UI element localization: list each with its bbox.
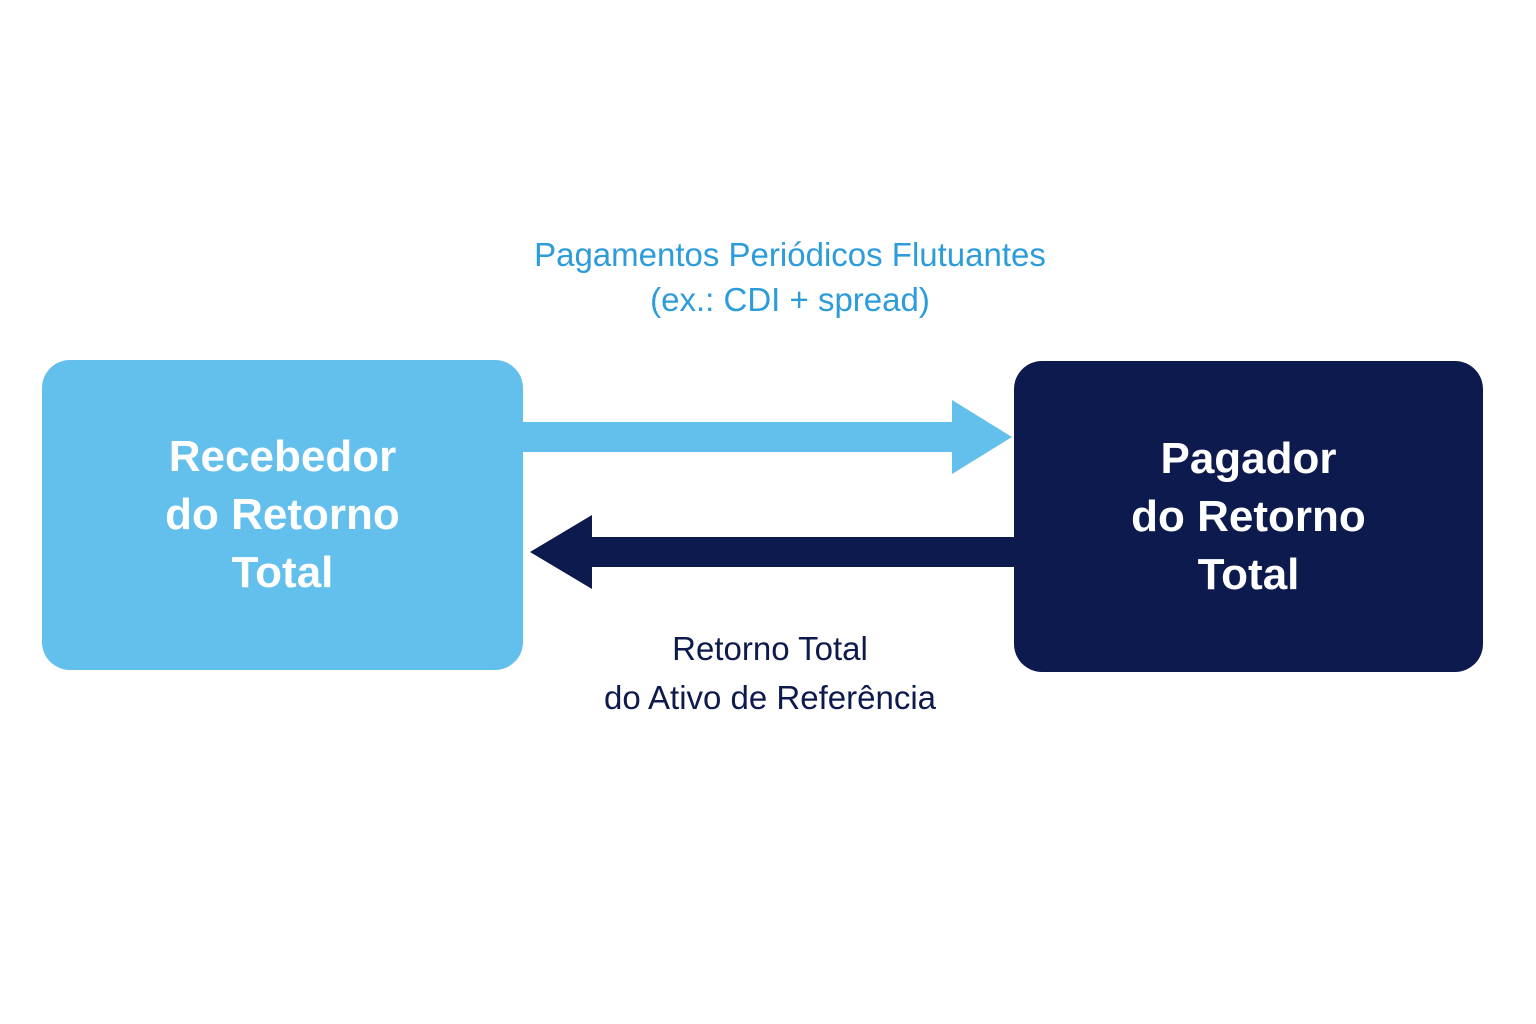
pagador-node: Pagador do Retorno Total (1014, 361, 1483, 672)
recebedor-node: Recebedor do Retorno Total (42, 360, 523, 670)
total-return-label: Retorno Total do Ativo de Referência (430, 624, 1110, 722)
floating-payments-label-line2: (ex.: CDI + spread) (650, 281, 930, 318)
floating-payments-arrow (512, 400, 1012, 474)
floating-payments-label-line1: Pagamentos Periódicos Flutuantes (534, 236, 1046, 273)
total-return-arrow (530, 515, 1014, 589)
pagador-node-label: Pagador do Retorno Total (1131, 433, 1366, 599)
total-return-label-line2: do Ativo de Referência (603, 679, 937, 716)
right-arrow-shape (512, 400, 1012, 474)
floating-payments-label: Pagamentos Periódicos Flutuantes (ex.: C… (400, 232, 1180, 322)
recebedor-node-label: Recebedor do Retorno Total (165, 432, 400, 597)
left-arrow-shape (530, 515, 1014, 589)
total-return-label-line1: Retorno Total (672, 630, 868, 667)
